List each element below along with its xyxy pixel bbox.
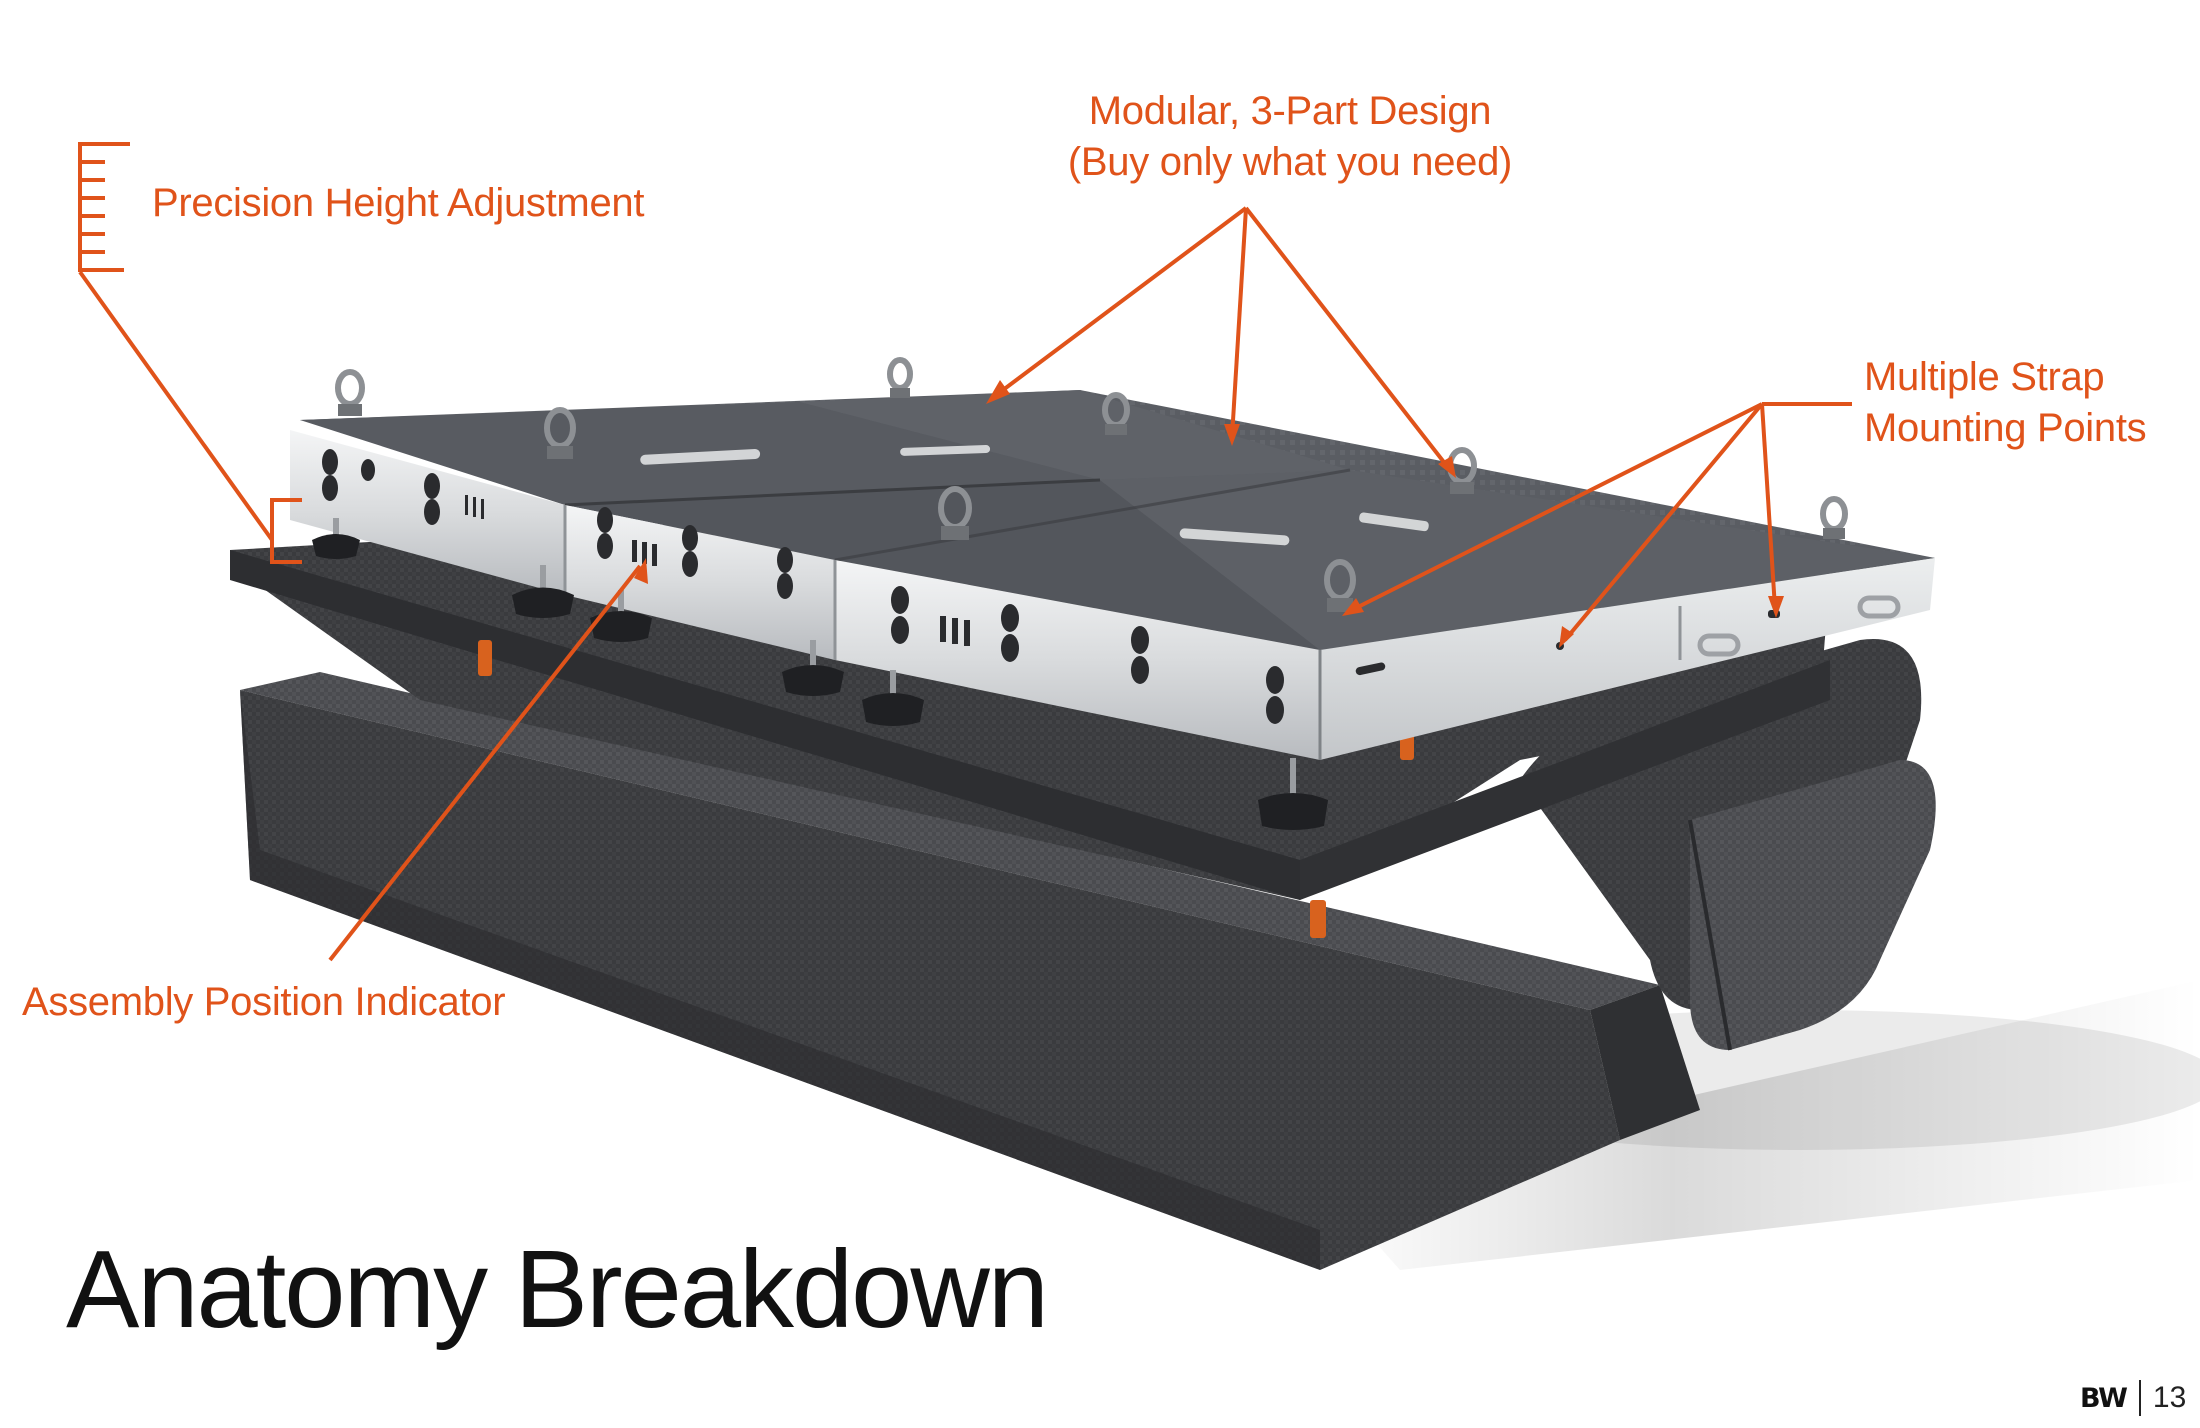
side-clips — [1697, 595, 1901, 657]
d-ring-icon — [1324, 559, 1356, 612]
leveling-foot-icon — [590, 590, 652, 642]
leveling-foot-icon — [312, 518, 360, 559]
slide-title: Anatomy Breakdown — [66, 1228, 1049, 1351]
top-panels — [300, 390, 1935, 650]
footer-divider — [2138, 1380, 2141, 1416]
d-ring-icon — [1820, 496, 1848, 539]
callout-precision-height: Precision Height Adjustment — [152, 178, 644, 229]
callout-modular-design: Modular, 3-Part Design (Buy only what yo… — [1030, 86, 1550, 188]
page-number: 13 — [2152, 1381, 2187, 1414]
leveling-foot-icon — [1258, 758, 1328, 830]
d-ring-icon — [335, 369, 365, 416]
foam-base — [240, 672, 1700, 1270]
d-ring-icon — [887, 357, 913, 398]
height-ruler-icon — [78, 142, 130, 272]
callout-strap-line1: Multiple Strap — [1864, 355, 2105, 399]
d-ring-icon — [544, 407, 576, 459]
aluminum-front-rail — [290, 430, 1935, 760]
callout-arrowheads — [634, 380, 1784, 648]
d-ring-icon — [1102, 392, 1130, 435]
leveling-foot-icon — [512, 565, 574, 618]
d-ring-icon — [938, 486, 972, 540]
callout-leaders — [78, 142, 1852, 962]
callout-modular-line1: Modular, 3-Part Design — [1088, 89, 1492, 133]
callout-assembly-label: Assembly Position Indicator — [22, 980, 506, 1024]
callout-strap-mounting: Multiple Strap Mounting Points — [1864, 352, 2147, 454]
brand-logo: BW — [2080, 1382, 2128, 1414]
callout-precision-height-label: Precision Height Adjustment — [152, 181, 645, 225]
callout-strap-line2: Mounting Points — [1864, 405, 2147, 450]
slide-footer: BW 13 — [2080, 1378, 2186, 1418]
leveling-feet — [312, 518, 1328, 830]
leveling-foot-icon — [862, 670, 924, 726]
callout-assembly-position: Assembly Position Indicator — [22, 977, 506, 1028]
callout-modular-line2: (Buy only what you need) — [1067, 139, 1513, 184]
leveling-foot-icon — [782, 640, 844, 696]
